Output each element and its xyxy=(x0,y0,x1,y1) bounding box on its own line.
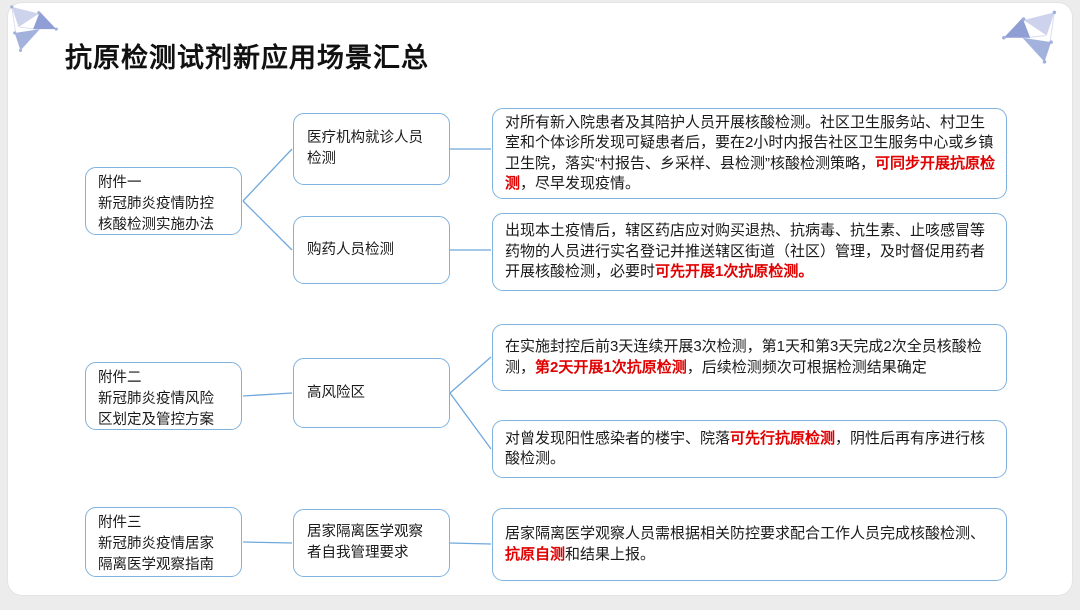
detail-text-pre: 出现本土疫情后，辖区药店应对购买退热、抗病毒、抗生素、止咳感冒等药物的人员进行实… xyxy=(505,222,986,281)
scenario-label: 医疗机构就诊人员检测 xyxy=(307,130,423,167)
highlight-text: 可先开展1次抗原检测。 xyxy=(655,263,814,281)
detail-box-4: 对曾发现阳性感染者的楼宇、院落可先行抗原检测，阴性后再有序进行核酸检测。 xyxy=(492,420,1007,478)
detail-text: 居家隔离医学观察人员需根据相关防控要求配合工作人员完成核酸检测、抗原自测和结果上… xyxy=(505,524,996,565)
detail-box-2: 出现本土疫情后，辖区药店应对购买退热、抗病毒、抗生素、止咳感冒等药物的人员进行实… xyxy=(492,213,1007,291)
detail-text: 对曾发现阳性感染者的楼宇、院落可先行抗原检测，阴性后再有序进行核酸检测。 xyxy=(505,429,996,470)
attachment-line: 新冠肺炎疫情居家 xyxy=(98,536,214,552)
highlight-text: 可同步开展抗原检测 xyxy=(505,154,996,193)
scenario-box-medical-visitors: 医疗机构就诊人员检测 xyxy=(293,113,450,185)
scenario-box-high-risk-area: 高风险区 xyxy=(293,358,450,428)
scenario-label: 高风险区 xyxy=(307,384,365,401)
highlight-text: 可先行抗原检测 xyxy=(730,429,836,447)
attachment-box-1: 附件一 新冠肺炎疫情防控 核酸检测实施办法 xyxy=(85,167,242,235)
detail-text: 出现本土疫情后，辖区药店应对购买退热、抗病毒、抗生素、止咳感冒等药物的人员进行实… xyxy=(505,221,996,283)
scenario-label: 购药人员检测 xyxy=(307,241,394,258)
attachment-box-3: 附件三 新冠肺炎疫情居家 隔离医学观察指南 xyxy=(85,507,242,577)
triangle-cluster-icon xyxy=(1002,10,1057,64)
highlight-text: 抗原自测 xyxy=(505,545,566,563)
highlight-text: 第2天开展1次抗原检测 xyxy=(535,358,687,376)
attachment-box-2: 附件二 新冠肺炎疫情风险 区划定及管控方案 xyxy=(85,362,242,430)
detail-text-pre: 居家隔离医学观察人员需根据相关防控要求配合工作人员完成核酸检测、 xyxy=(505,525,986,542)
scenario-box-medicine-buyers: 购药人员检测 xyxy=(293,216,450,284)
detail-text: 在实施封控后前3天连续开展3次检测，第1天和第3天完成2次全员核酸检测，第2天开… xyxy=(505,337,996,378)
scenario-box-home-quarantine: 居家隔离医学观察者自我管理要求 xyxy=(293,509,450,577)
page-title: 抗原检测试剂新应用场景汇总 xyxy=(65,43,429,73)
detail-text-post: ，阴性后再有序进行核酸检测。 xyxy=(505,429,986,468)
detail-box-1: 对所有新入院患者及其陪护人员开展核酸检测。社区卫生服务站、村卫生室和个体诊所发现… xyxy=(492,108,1007,199)
detail-box-3: 在实施封控后前3天连续开展3次检测，第1天和第3天完成2次全员核酸检测，第2天开… xyxy=(492,324,1007,391)
detail-text-post: ，尽早发现疫情。 xyxy=(520,175,641,192)
attachment-line: 区划定及管控方案 xyxy=(98,412,214,428)
detail-text-pre: 对所有新入院患者及其陪护人员开展核酸检测。社区卫生服务站、村卫生室和个体诊所发现… xyxy=(505,113,994,172)
detail-text-post: ，后续检测频次可根据检测结果确定 xyxy=(686,358,927,376)
triangle-cluster-icon xyxy=(10,5,58,52)
attachment-line: 隔离医学观察指南 xyxy=(98,557,214,573)
detail-text-pre: 在实施封控后前3天连续开展3次检测，第1天和第3天完成2次全员核酸检测， xyxy=(505,338,982,376)
attachment-line: 附件二 xyxy=(98,370,142,386)
detail-text-post: 和结果上报。 xyxy=(565,545,656,563)
attachment-line: 新冠肺炎疫情防控 xyxy=(98,196,214,212)
attachment-line: 附件一 xyxy=(98,175,142,191)
detail-text: 对所有新入院患者及其陪护人员开展核酸检测。社区卫生服务站、村卫生室和个体诊所发现… xyxy=(505,113,996,195)
scenario-label: 居家隔离医学观察者自我管理要求 xyxy=(307,524,423,561)
detail-box-5: 居家隔离医学观察人员需根据相关防控要求配合工作人员完成核酸检测、抗原自测和结果上… xyxy=(492,508,1007,581)
slide-card xyxy=(8,3,1072,595)
detail-text-pre: 对曾发现阳性感染者的楼宇、院落 xyxy=(505,429,731,447)
attachment-line: 核酸检测实施办法 xyxy=(98,217,214,233)
attachment-line: 新冠肺炎疫情风险 xyxy=(98,391,214,407)
attachment-line: 附件三 xyxy=(98,515,142,531)
